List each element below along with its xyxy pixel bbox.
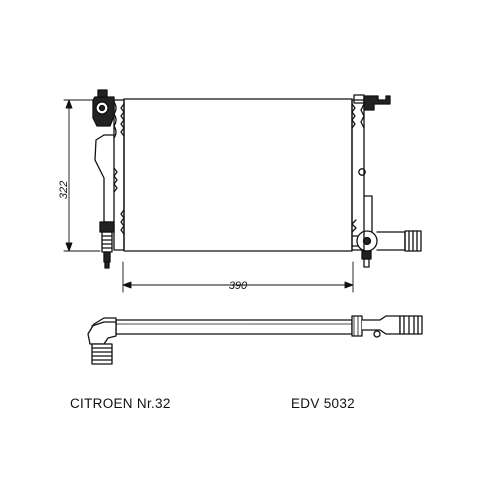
radiator-front-view: [92, 89, 422, 269]
lower-outlet-pipe: [351, 230, 422, 268]
side-view-right-pipe: [361, 315, 401, 335]
lower-left-fitting: [99, 221, 115, 269]
dimension-width-label: 390: [229, 280, 248, 292]
dimension-height-label: 322: [58, 181, 70, 199]
radiator-side-view: [87, 315, 423, 365]
part-number-caption: EDV 5032: [291, 396, 355, 411]
dimension-height: [63, 99, 101, 252]
dimension-width: [122, 261, 354, 293]
side-view-core: [115, 319, 353, 335]
filler-cap: [353, 94, 391, 111]
model-caption: CITROEN Nr.32: [70, 396, 171, 411]
radiator-core: [123, 98, 353, 252]
right-tank: [351, 99, 373, 251]
upper-inlet-pipe: [92, 89, 115, 127]
